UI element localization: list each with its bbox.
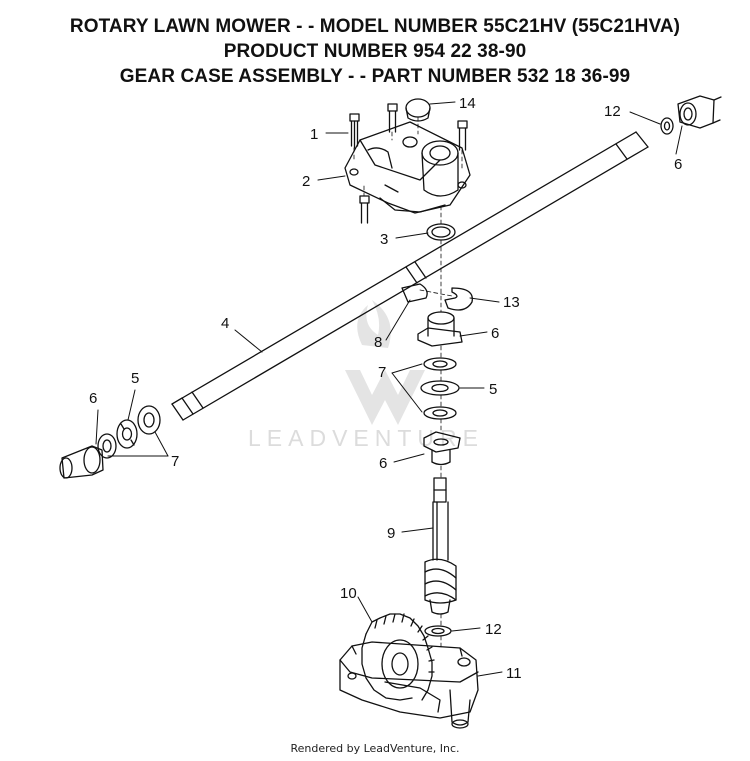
callout-12-right: 12 xyxy=(604,103,621,120)
callout-10: 10 xyxy=(340,585,357,602)
callout-14: 14 xyxy=(459,95,476,112)
callout-6-left: 6 xyxy=(89,390,97,407)
footer-credit: Rendered by LeadVenture, Inc. xyxy=(290,742,460,755)
left-bushing-6 xyxy=(59,445,104,479)
bolt-1d xyxy=(359,195,370,224)
callout-12-lower: 12 xyxy=(485,621,502,638)
gear-10 xyxy=(361,613,435,701)
title-line-1: ROTARY LAWN MOWER - - MODEL NUMBER 55C21… xyxy=(69,16,681,37)
assembly-guide-lines xyxy=(353,116,463,649)
left-washer-7b xyxy=(137,405,161,435)
center-washer-7a xyxy=(423,357,457,371)
center-washer-7b xyxy=(423,406,457,420)
callout-6-upper: 6 xyxy=(491,325,499,342)
left-washer-7a xyxy=(97,433,117,459)
callout-3: 3 xyxy=(380,231,388,248)
title-line-3: GEAR CASE ASSEMBLY - - PART NUMBER 532 1… xyxy=(119,66,631,87)
callout-11: 11 xyxy=(506,665,522,682)
right-bushing-6 xyxy=(677,95,722,129)
worm-shaft-9 xyxy=(424,477,457,615)
title-line-2: PRODUCT NUMBER 954 22 38-90 xyxy=(223,41,527,62)
seal-3 xyxy=(426,223,456,241)
bolt-1b xyxy=(387,103,398,133)
callout-9: 9 xyxy=(387,525,395,542)
gear-case-bottom-11 xyxy=(339,641,479,729)
shaft-4 xyxy=(171,131,649,421)
callout-7-center: 7 xyxy=(378,364,386,381)
center-thrust-washer-5 xyxy=(420,380,460,396)
callout-6-right: 6 xyxy=(674,156,682,173)
center-bushing-6-upper xyxy=(417,311,463,347)
callout-8: 8 xyxy=(374,334,382,351)
callout-7-left: 7 xyxy=(171,453,179,470)
callout-5-center: 5 xyxy=(489,381,497,398)
center-bushing-6-lower xyxy=(423,431,461,466)
callout-13: 13 xyxy=(503,294,520,311)
callout-labels: 1 2 3 4 5 5 6 6 6 6 7 7 8 9 10 11 12 12 … xyxy=(89,95,682,682)
watermark-logo xyxy=(345,300,425,425)
callout-4: 4 xyxy=(221,315,229,332)
retaining-ring-13 xyxy=(444,287,473,311)
key-8 xyxy=(401,283,428,303)
bolt-1c xyxy=(457,120,468,151)
gear-case-top-2 xyxy=(344,121,471,214)
callout-2: 2 xyxy=(302,173,310,190)
bolt-1a xyxy=(349,113,360,149)
callout-5-left: 5 xyxy=(131,370,139,387)
lower-washer-12 xyxy=(424,625,452,637)
callout-1: 1 xyxy=(310,126,318,143)
watermark-text: LEADVENTURE xyxy=(248,425,484,451)
left-thrust-washer-5 xyxy=(116,419,138,449)
right-washer-12 xyxy=(660,117,674,135)
diagram-header: ROTARY LAWN MOWER - - MODEL NUMBER 55C21… xyxy=(0,14,750,89)
callout-6-lower: 6 xyxy=(379,455,387,472)
leader-lines xyxy=(95,101,683,677)
